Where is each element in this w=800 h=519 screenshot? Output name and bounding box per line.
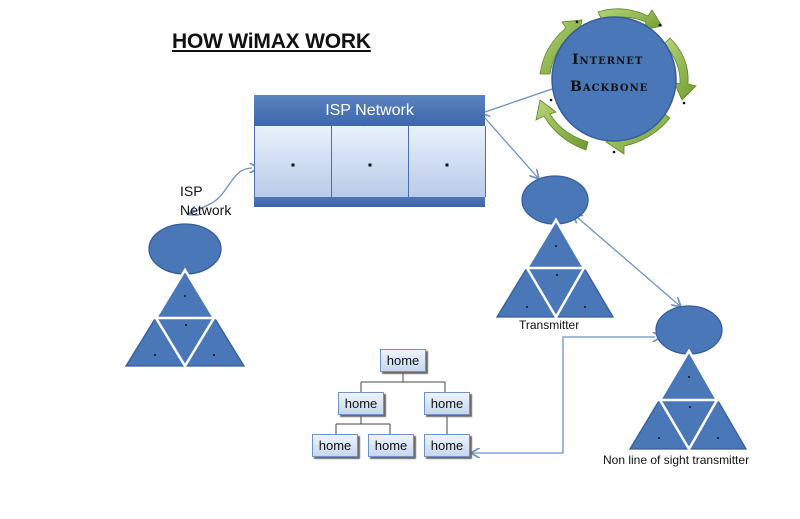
diagram-title: HOW WiMAX WORK — [172, 30, 371, 53]
isp-network-box: ISP Network — [254, 95, 486, 207]
home-tree-connectors — [335, 372, 448, 434]
isp-tower — [124, 223, 246, 369]
isp-to-left-tower-arrow — [190, 168, 252, 214]
transmitter-label: Transmitter — [519, 318, 580, 332]
backbone-label-line2: Backbone — [570, 79, 649, 95]
isp-network-cells — [254, 126, 486, 197]
home-node: home — [424, 434, 470, 457]
isp-label-line1: ISP — [180, 183, 203, 199]
cell-dot — [368, 163, 372, 167]
isp-cell — [255, 126, 332, 197]
nlos-transmitter-tower — [628, 305, 748, 452]
cell-dot — [291, 163, 295, 167]
isp-to-transmitter-arrow — [485, 118, 538, 178]
home-node: home — [424, 392, 470, 415]
home-node: home — [368, 434, 414, 457]
isp-to-backbone-line — [484, 87, 556, 113]
cell-dot — [445, 163, 449, 167]
isp-cell — [409, 126, 486, 197]
isp-cell — [332, 126, 409, 197]
nlos-transmitter-label: Non line of sight transmitter — [603, 453, 750, 467]
backbone-label-line1: Internet — [572, 52, 644, 68]
isp-label-line2: Network — [180, 202, 232, 218]
nlos-to-home-arrow — [472, 337, 655, 453]
isp-network-footer — [254, 197, 485, 207]
internet-backbone — [535, 8, 697, 155]
home-node: home — [338, 392, 384, 415]
isp-network-side-label: ISP Network — [180, 182, 231, 220]
home-node: home — [312, 434, 358, 457]
isp-network-header: ISP Network — [254, 95, 485, 126]
home-node: home — [380, 349, 426, 372]
transmitter-tower — [495, 175, 615, 320]
transmitter-to-nlos-arrow — [578, 218, 680, 306]
